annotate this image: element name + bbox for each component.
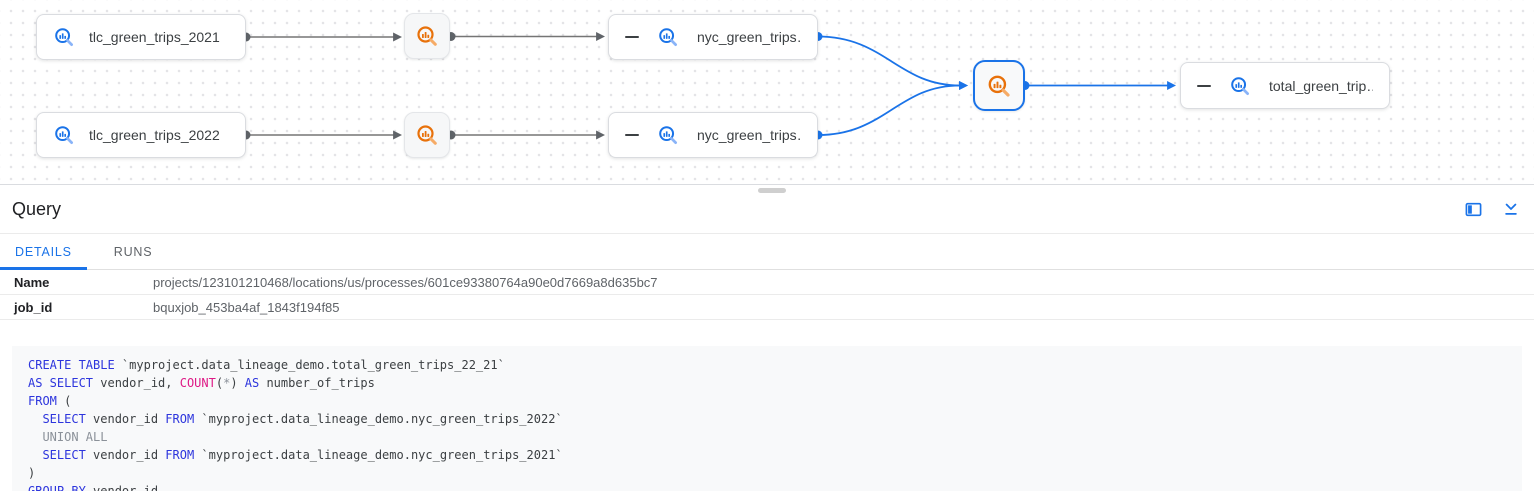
lineage-graph[interactable]: tlc_green_trips_2021 tlc_green_trips_202… — [0, 0, 1534, 185]
panel-header: Query — [0, 185, 1534, 234]
query-process-icon — [415, 123, 439, 147]
bigquery-table-icon — [657, 124, 679, 146]
node-label: total_green_trip… — [1269, 77, 1373, 94]
collapse-panel-button[interactable] — [1502, 201, 1520, 217]
details-table: Name projects/123101210468/locations/us/… — [0, 270, 1534, 320]
panel-title: Query — [12, 198, 62, 219]
collapse-dash-icon — [1197, 84, 1211, 87]
open-side-panel-button[interactable] — [1465, 202, 1482, 217]
query-panel: Query DETAILS RUNS Name projects/1231012… — [0, 185, 1534, 491]
node-nyc-green-trips-2022[interactable]: nyc_green_trips… — [608, 112, 818, 158]
sql-code: CREATE TABLE `myproject.data_lineage_dem… — [12, 346, 1522, 491]
node-label: nyc_green_trips… — [697, 29, 801, 45]
collapse-dash-icon — [625, 36, 639, 38]
node-label: nyc_green_trips… — [697, 127, 801, 143]
process-node-query-1[interactable] — [404, 13, 450, 59]
process-node-query-selected[interactable] — [973, 60, 1025, 111]
node-tlc-green-trips-2021[interactable]: tlc_green_trips_2021 — [36, 14, 246, 60]
node-tlc-green-trips-2022[interactable]: tlc_green_trips_2022 — [36, 112, 246, 158]
bigquery-table-icon — [53, 26, 75, 48]
collapse-down-icon — [1505, 203, 1517, 215]
node-total-green-trips[interactable]: total_green_trip… — [1180, 62, 1390, 109]
detail-label: Name — [14, 274, 50, 290]
collapse-dash-icon — [625, 134, 639, 136]
bigquery-table-icon — [1229, 75, 1251, 97]
detail-label: job_id — [14, 299, 53, 315]
detail-value: bquxjob_453ba4af_1843f194f85 — [153, 299, 340, 315]
detail-row-job-id: job_id bquxjob_453ba4af_1843f194f85 — [0, 295, 1534, 320]
detail-value: projects/123101210468/locations/us/proce… — [153, 274, 658, 290]
tab-runs[interactable]: RUNS — [113, 244, 153, 259]
detail-row-name: Name projects/123101210468/locations/us/… — [0, 270, 1534, 295]
bigquery-table-icon — [53, 124, 75, 146]
node-nyc-green-trips-2021[interactable]: nyc_green_trips… — [608, 14, 818, 60]
panel-resize-handle[interactable] — [758, 188, 786, 193]
bigquery-table-icon — [657, 26, 679, 48]
vertical-split-icon — [1465, 202, 1482, 216]
process-node-query-2[interactable] — [404, 112, 450, 158]
query-process-icon — [986, 73, 1012, 99]
node-label: tlc_green_trips_2022 — [89, 127, 220, 143]
query-process-icon — [415, 24, 439, 48]
tab-details[interactable]: DETAILS — [0, 234, 87, 270]
panel-tabs: DETAILS RUNS — [0, 234, 1534, 270]
node-label: tlc_green_trips_2021 — [89, 29, 220, 45]
